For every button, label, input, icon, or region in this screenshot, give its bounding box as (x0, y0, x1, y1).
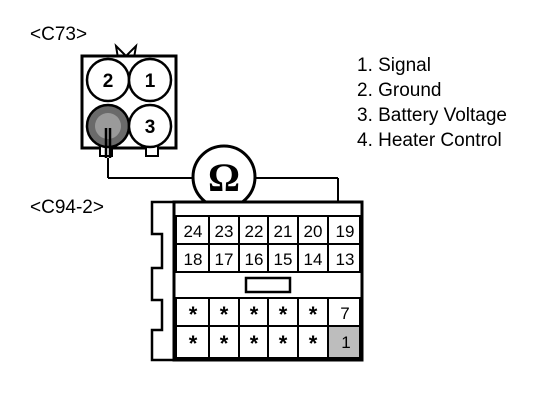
pin-label: 20 (304, 222, 323, 241)
pin-label: * (250, 302, 259, 327)
c94-2-row-4: * * * * * 7 (189, 302, 350, 327)
c73-label: <C73> (30, 24, 87, 45)
c73-pin-3 (127, 103, 173, 149)
pin-label: 16 (245, 250, 264, 269)
pin-label: 23 (215, 222, 234, 241)
c73-pin-1-label: 1 (145, 71, 156, 92)
pin-label: * (189, 302, 198, 327)
pin-label: * (220, 331, 229, 356)
c94-2-row-5: * * * * * 1 (189, 331, 351, 356)
ohmmeter: Ω (191, 144, 257, 210)
legend-item: 2. Ground (357, 80, 442, 101)
pin-label: 13 (336, 250, 355, 269)
ohm-symbol-icon: Ω (208, 155, 240, 200)
c73-pin-3-label: 3 (145, 117, 156, 138)
pin-label: * (250, 331, 259, 356)
legend-item: 4. Heater Control (357, 130, 502, 151)
c73-connector: 2 1 3 (80, 43, 178, 157)
c94-2-connector (150, 200, 364, 362)
pin-label: * (279, 331, 288, 356)
legend-item: 3. Battery Voltage (357, 105, 507, 126)
pin-label: 7 (340, 304, 349, 323)
legend-item: 1. Signal (357, 55, 431, 76)
pin-label: 19 (336, 222, 355, 241)
pin-label: 22 (245, 222, 264, 241)
pin-label: * (309, 331, 318, 356)
c94-2-row-2: 18 17 16 15 14 13 (184, 250, 355, 269)
c94-2-label: <C94-2> (30, 197, 104, 218)
c94-2-pin-1-probed (329, 327, 359, 357)
pin-label: * (220, 302, 229, 327)
c73-pin-1 (127, 57, 173, 103)
probe-lead-left (104, 128, 194, 179)
pin-label: * (189, 331, 198, 356)
pin-legend: 1. Signal 2. Ground 3. Battery Voltage 4… (357, 55, 507, 151)
pin-label: 21 (274, 222, 293, 241)
pin-label: 17 (215, 250, 234, 269)
pin-label: 14 (304, 250, 323, 269)
c73-pin-2-label: 2 (103, 71, 114, 92)
pin-label: 18 (184, 250, 203, 269)
pin-label: * (279, 302, 288, 327)
pin-label: 1 (341, 333, 350, 352)
c94-2-row-1: 24 23 22 21 20 19 (184, 222, 355, 241)
pin-label: 15 (274, 250, 293, 269)
pin-label: * (309, 302, 318, 327)
pin-label: 24 (184, 222, 203, 241)
